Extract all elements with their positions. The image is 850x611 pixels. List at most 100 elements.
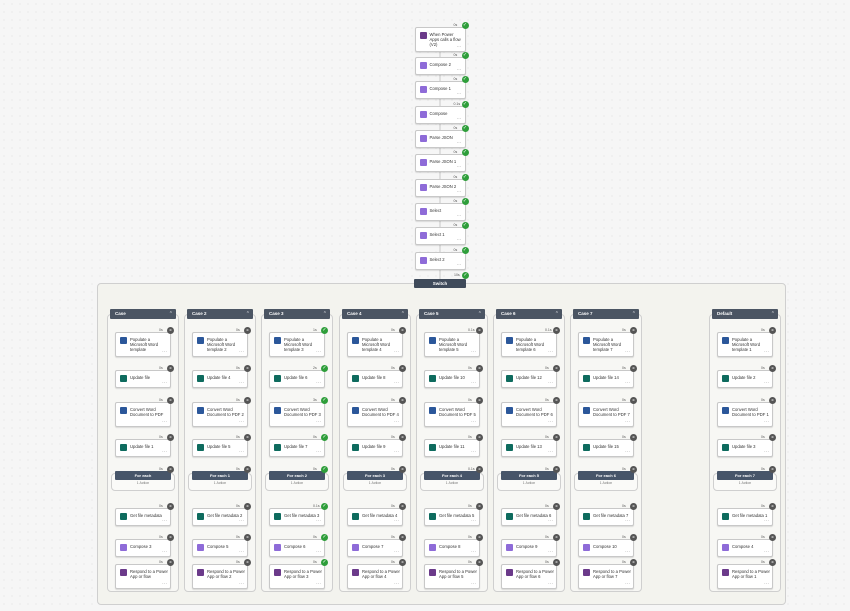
case-step-node[interactable]: Convert Word Document to PDF 4···	[347, 402, 403, 427]
action5-node[interactable]: Parse JSON 1···	[414, 154, 466, 172]
more-options-icon[interactable]: ···	[394, 581, 399, 587]
case-header[interactable]: Case 4⌃	[342, 309, 408, 319]
more-options-icon[interactable]: ···	[625, 349, 630, 355]
case-step-node[interactable]: Get file metadata···	[115, 508, 171, 526]
more-options-icon[interactable]: ···	[394, 419, 399, 425]
switch-header[interactable]: Switch	[414, 279, 466, 288]
chevron-up-icon[interactable]: ⌃	[770, 311, 775, 317]
more-options-icon[interactable]: ···	[162, 419, 167, 425]
more-options-icon[interactable]: ···	[471, 581, 476, 587]
more-options-icon[interactable]: ···	[456, 213, 462, 219]
more-options-icon[interactable]: ···	[456, 140, 462, 146]
more-options-icon[interactable]: ···	[162, 581, 167, 587]
case-step-node[interactable]: Populate a Microsoft Word template 2···	[192, 332, 248, 357]
chevron-up-icon[interactable]: ⌃	[477, 311, 482, 317]
case-step-node[interactable]: Update file 12···	[501, 370, 557, 388]
more-options-icon[interactable]: ···	[764, 449, 769, 455]
case-step-node[interactable]: Get file metadata 3···	[269, 508, 325, 526]
case-step-node[interactable]: Populate a Microsoft Word template 4···	[347, 332, 403, 357]
more-options-icon[interactable]: ···	[316, 549, 321, 555]
case-step-node[interactable]: Update file 7···	[269, 439, 325, 457]
case-step-node[interactable]: Update file 15···	[578, 439, 634, 457]
for-each-header[interactable]: For each 6	[578, 471, 634, 480]
more-options-icon[interactable]: ···	[239, 518, 244, 524]
more-options-icon[interactable]: ···	[316, 349, 321, 355]
case-step-node[interactable]: Populate a Microsoft Word template 1···	[717, 332, 773, 357]
more-options-icon[interactable]: ···	[764, 581, 769, 587]
more-options-icon[interactable]: ···	[239, 380, 244, 386]
more-options-icon[interactable]: ···	[625, 518, 630, 524]
more-options-icon[interactable]: ···	[471, 518, 476, 524]
more-options-icon[interactable]: ···	[548, 449, 553, 455]
case-header[interactable]: Case 2⌃	[187, 309, 253, 319]
for-each-header[interactable]: For each 7	[717, 471, 773, 480]
case-header[interactable]: Case 6⌃	[496, 309, 562, 319]
case-step-node[interactable]: Get file metadata 5···	[424, 508, 480, 526]
case-step-node[interactable]: Convert Word Document to PDF 7···	[578, 402, 634, 427]
more-options-icon[interactable]: ···	[548, 581, 553, 587]
more-options-icon[interactable]: ···	[548, 349, 553, 355]
chevron-up-icon[interactable]: ⌃	[245, 311, 250, 317]
case-step-node[interactable]: Populate a Microsoft Word template 3···	[269, 332, 325, 357]
case-step-node[interactable]: Update file 6···	[269, 370, 325, 388]
case-step-node[interactable]: Respond to a Power App or flow 1···	[717, 564, 773, 589]
case-step-node[interactable]: Update file 10···	[424, 370, 480, 388]
for-each-header[interactable]: For each	[115, 471, 171, 480]
action3-node[interactable]: Compose···	[414, 106, 466, 124]
trigger-node[interactable]: When Power Apps calls a flow (V2)···	[414, 27, 466, 52]
more-options-icon[interactable]: ···	[162, 549, 167, 555]
more-options-icon[interactable]: ···	[316, 518, 321, 524]
case-step-node[interactable]: Update file 5···	[192, 439, 248, 457]
case-step-node[interactable]: Get file metadata 4···	[347, 508, 403, 526]
case-header[interactable]: Case 7⌃	[573, 309, 639, 319]
action8-node[interactable]: Select 1···	[414, 227, 466, 245]
more-options-icon[interactable]: ···	[394, 349, 399, 355]
more-options-icon[interactable]: ···	[456, 44, 462, 50]
case-step-node[interactable]: Compose 8···	[424, 539, 480, 557]
more-options-icon[interactable]: ···	[548, 380, 553, 386]
more-options-icon[interactable]: ···	[471, 449, 476, 455]
case-header[interactable]: Case 3⌃	[264, 309, 330, 319]
more-options-icon[interactable]: ···	[548, 419, 553, 425]
chevron-up-icon[interactable]: ⌃	[322, 311, 327, 317]
case-step-node[interactable]: Compose 4···	[717, 539, 773, 557]
for-each-header[interactable]: For each 4	[424, 471, 480, 480]
case-step-node[interactable]: Update file 1···	[115, 439, 171, 457]
case-step-node[interactable]: Get file metadata 1···	[717, 508, 773, 526]
more-options-icon[interactable]: ···	[316, 419, 321, 425]
case-step-node[interactable]: Convert Word Document to PDF 1···	[717, 402, 773, 427]
chevron-up-icon[interactable]: ⌃	[400, 311, 405, 317]
case-step-node[interactable]: Update file 13···	[501, 439, 557, 457]
more-options-icon[interactable]: ···	[471, 380, 476, 386]
more-options-icon[interactable]: ···	[239, 581, 244, 587]
case-step-node[interactable]: Compose 9···	[501, 539, 557, 557]
more-options-icon[interactable]: ···	[625, 449, 630, 455]
more-options-icon[interactable]: ···	[162, 349, 167, 355]
more-options-icon[interactable]: ···	[548, 549, 553, 555]
case-step-node[interactable]: Populate a Microsoft Word template 5···	[424, 332, 480, 357]
case-step-node[interactable]: Respond to a Power App or flow···	[115, 564, 171, 589]
more-options-icon[interactable]: ···	[239, 449, 244, 455]
case-step-node[interactable]: Compose 6···	[269, 539, 325, 557]
case-step-node[interactable]: Convert Word Document to PDF 2···	[192, 402, 248, 427]
action6-node[interactable]: Parse JSON 2···	[414, 179, 466, 197]
case-step-node[interactable]: Get file metadata 2···	[192, 508, 248, 526]
case-step-node[interactable]: Convert Word Document to PDF 6···	[501, 402, 557, 427]
more-options-icon[interactable]: ···	[456, 262, 462, 268]
action9-node[interactable]: Select 2···	[414, 252, 466, 270]
for-each-header[interactable]: For each 5	[501, 471, 557, 480]
case-header[interactable]: Case 5⌃	[419, 309, 485, 319]
case-step-node[interactable]: Compose 3···	[115, 539, 171, 557]
case-step-node[interactable]: Respond to a Power App or flow 7···	[578, 564, 634, 589]
case-step-node[interactable]: Update file 3···	[717, 439, 773, 457]
case-step-node[interactable]: Get file metadata 7···	[578, 508, 634, 526]
more-options-icon[interactable]: ···	[625, 419, 630, 425]
more-options-icon[interactable]: ···	[239, 349, 244, 355]
case-step-node[interactable]: Update file 14···	[578, 370, 634, 388]
more-options-icon[interactable]: ···	[394, 549, 399, 555]
more-options-icon[interactable]: ···	[316, 581, 321, 587]
chevron-up-icon[interactable]: ⌃	[554, 311, 559, 317]
case-step-node[interactable]: Populate a Microsoft Word template···	[115, 332, 171, 357]
case-step-node[interactable]: Respond to a Power App or flow 3···	[269, 564, 325, 589]
chevron-up-icon[interactable]: ⌃	[168, 311, 173, 317]
